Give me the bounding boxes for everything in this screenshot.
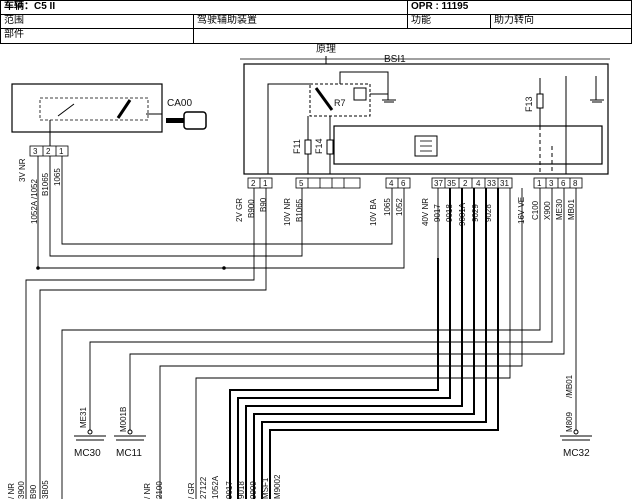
pin-label: 4 [389,179,394,188]
switch-box [11,83,163,133]
bottom-label: / GR [187,482,196,499]
ground-label: MC32 [563,448,590,459]
pin-label: 6 [561,179,566,188]
wire-label: C100 [531,200,540,220]
bsi-ecu-box [333,125,603,165]
pin-label: 1 [537,179,542,188]
pin-label: 8 [573,179,578,188]
connector-3v-nr [29,145,69,157]
pin-label: 4 [476,179,481,188]
ground-wire-label: /MB01 [565,374,574,398]
fuse-icon [536,93,544,109]
wire-label: 9028 [484,204,493,222]
bottom-label: M9002 [273,474,282,499]
wire-label: B900 [247,199,256,218]
pin-label: 3 [33,147,38,156]
relay-label: R7 [334,98,346,108]
ignition-contact-icon [116,99,132,119]
relay-contact-icon [314,87,334,111]
ground-wire-label: M809 [565,411,574,432]
pin-label: 2 [463,179,468,188]
pin-label: 37 [434,179,443,188]
wire-label: X900 [543,201,552,220]
pin-label: 1 [263,179,268,188]
wire-label: 1052A /1052 [30,179,39,224]
ignition-key-icon [166,111,207,130]
ground-label: MC11 [116,448,142,459]
section-title: 原理 [316,43,336,55]
wire-label: MB01 [567,199,576,220]
bottom-label: 9017 [225,481,234,499]
wire-label: 1065 [383,198,392,216]
connector-label: 3V NR [18,158,27,182]
connector-label: 16V VE [517,197,526,224]
pin-label: 5 [299,179,304,188]
wire-label: 9017 [433,204,442,222]
pin-label: 2 [46,147,51,156]
wire-label: B1065 [295,198,304,222]
pin-label: 31 [500,179,509,188]
bottom-label: 1052A [211,475,220,499]
bottom-label: 2100 [155,481,164,499]
ground-wire-label: ME31 [79,407,88,428]
pin-label: 6 [401,179,406,188]
wire-label: ME30 [555,199,564,220]
fuse-label-f13: F13 [524,96,534,112]
fuse-icon [326,139,334,155]
ground-label: MC30 [74,448,101,459]
bottom-label: 9909 [249,481,258,499]
connector-label: 40V NR [421,198,430,226]
pin-label: 3 [549,179,554,188]
bottom-label: / NR [143,483,152,499]
ground-icon [114,429,146,441]
fuse-label-f11: F11 [292,139,302,154]
pin-label: 35 [447,179,456,188]
ecu-chip-icon [414,135,438,157]
bottom-label: 9018 [237,481,246,499]
connector-label: 10V NR [283,198,292,226]
bottom-label: MSF1 [261,477,270,499]
ground-icon [382,99,604,103]
bottom-label: 3900 [17,481,26,499]
wire-label: 1052 [395,198,404,216]
bottom-label: / NR [7,483,16,499]
connector-label: 10V BA [369,198,378,226]
bsi-module-box [243,63,609,175]
switch-label: CA00 [167,98,192,109]
wire-label: B90 [259,197,268,212]
bottom-label: 27122 [199,476,208,499]
fuse-icon [304,139,312,155]
ground-icon [560,429,592,441]
bottom-label: 3B05 [41,480,50,499]
wire-label: 1065 [53,168,62,186]
wire-label: B1065 [41,172,50,196]
bsi-module-label: BSI1 [384,54,406,65]
wire-label: 9029 [471,204,480,222]
pin-label: 1 [59,147,64,156]
relay-coil-icon [353,87,367,101]
connector-label: 2V GR [235,198,244,222]
connector-10v-nr [295,177,361,189]
ground-wire-label: M001B [119,407,128,432]
header-table: 车辆：C5 II OPR : 11195 范围 驾驶辅助装置 功能 助力转向 部… [0,0,632,44]
pin-label: 2 [251,179,256,188]
ground-icon [74,429,106,441]
bottom-label: B90 [29,484,38,499]
fuse-label-f14: F14 [314,138,324,154]
pin-label: 33 [487,179,496,188]
